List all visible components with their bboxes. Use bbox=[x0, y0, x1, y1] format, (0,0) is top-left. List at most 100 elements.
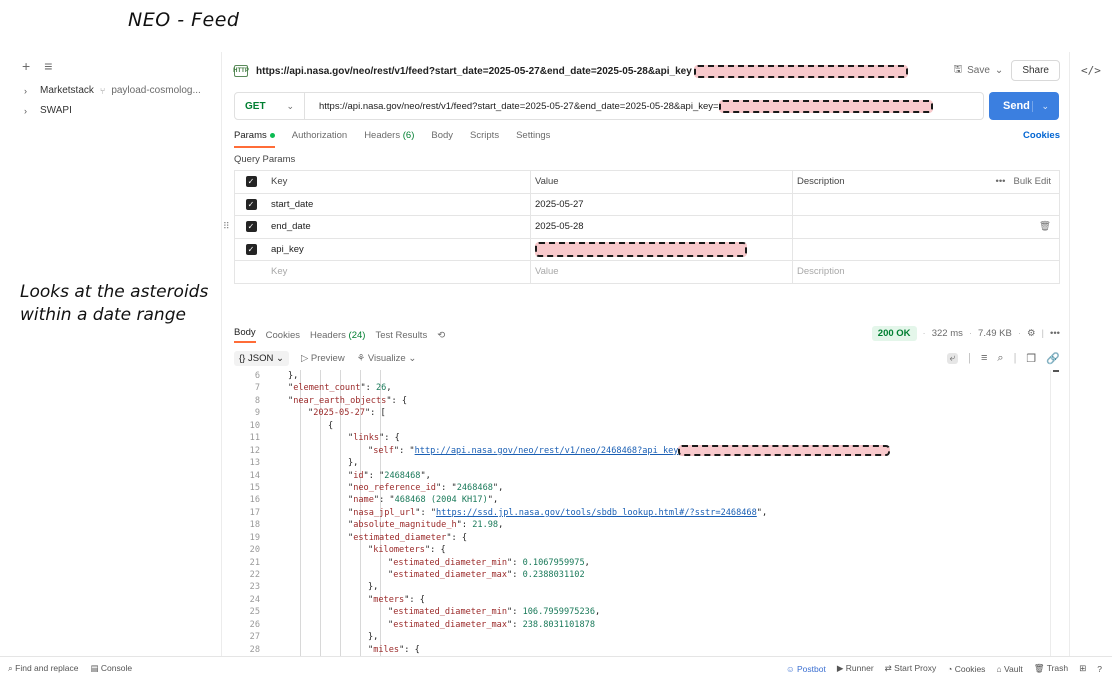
tab-settings[interactable]: Settings bbox=[516, 130, 551, 141]
code-content: "2025-05-27": [ bbox=[308, 408, 386, 419]
table-row: ⠿ ✓ end_date 2025-05-28 🗑 bbox=[223, 216, 1061, 239]
chevron-down-icon[interactable]: ⌄ bbox=[1032, 100, 1049, 112]
code-line: 13}, bbox=[234, 457, 1060, 469]
method-select[interactable]: GET ⌄ bbox=[235, 93, 305, 119]
sidebar-item-swapi[interactable]: › SWAPI bbox=[24, 105, 72, 116]
code-line: 18"absolute_magnitude_h": 21.98, bbox=[234, 519, 1060, 531]
format-select[interactable]: {} JSON ⌄ bbox=[234, 350, 289, 366]
response-body-editor[interactable]: 6},7"element_count": 26,8"near_earth_obj… bbox=[234, 370, 1060, 656]
help-icon[interactable]: ? bbox=[1097, 663, 1102, 674]
json-link[interactable]: https://ssd.jpl.nasa.gov/tools/sbdb_look… bbox=[436, 507, 757, 518]
select-all-checkbox[interactable]: ✓ bbox=[245, 176, 257, 188]
tab-scripts[interactable]: Scripts bbox=[470, 130, 500, 141]
code-punctuation: }, bbox=[288, 371, 299, 381]
code-snippet-icon[interactable]: </> bbox=[1081, 64, 1101, 77]
search-icon[interactable]: ⌕ bbox=[997, 351, 1004, 364]
param-key[interactable]: end_date bbox=[267, 216, 531, 238]
response-size[interactable]: 7.49 KB bbox=[978, 328, 1012, 339]
tab-body[interactable]: Body bbox=[431, 130, 454, 141]
code-content: { bbox=[328, 420, 333, 432]
new-value-input[interactable]: Value bbox=[531, 261, 793, 283]
line-number: 18 bbox=[249, 520, 260, 531]
vault-button[interactable]: ⌂ Vault bbox=[996, 664, 1022, 674]
response-time[interactable]: 322 ms bbox=[931, 328, 963, 339]
delete-row-icon[interactable]: 🗑 bbox=[1038, 221, 1051, 233]
visualize-button[interactable]: ⚘ Visualize ⌄ bbox=[357, 353, 417, 364]
code-content: "neo_reference_id": "2468468", bbox=[348, 482, 504, 493]
send-button[interactable]: Send ⌄ bbox=[989, 92, 1059, 120]
save-button[interactable]: 🖫 Save ⌄ bbox=[954, 62, 1004, 79]
response-tab-cookies[interactable]: Cookies bbox=[265, 329, 300, 341]
headers-count: (6) bbox=[402, 130, 415, 141]
tab-headers[interactable]: Headers (6) bbox=[364, 130, 414, 148]
runner-button[interactable]: ▶ Runner bbox=[837, 663, 874, 674]
code-punctuation: : [ bbox=[370, 408, 386, 419]
drag-handle-icon[interactable]: ⠿ bbox=[223, 221, 230, 232]
new-key-input[interactable]: Key bbox=[267, 261, 531, 283]
response-tab-headers[interactable]: Headers (24) bbox=[310, 330, 365, 341]
tab-params-label: Params bbox=[234, 130, 267, 141]
param-description[interactable] bbox=[793, 194, 1061, 216]
wrap-lines-icon[interactable]: ⤶ bbox=[946, 352, 959, 364]
request-title[interactable]: https://api.nasa.gov/neo/rest/v1/feed?st… bbox=[256, 65, 692, 77]
plus-icon[interactable]: + bbox=[22, 58, 31, 74]
response-tools: ⤶ | ≡ ⌕ | ❐ 🔗 bbox=[946, 348, 1060, 368]
code-content: "estimated_diameter_min": 106.7959975236… bbox=[388, 607, 601, 618]
json-number: 106.7959975236 bbox=[522, 607, 595, 618]
line-number: 6 bbox=[254, 371, 260, 381]
tab-authorization[interactable]: Authorization bbox=[291, 130, 348, 141]
preview-button[interactable]: ▷ Preview bbox=[301, 353, 345, 364]
find-replace-button[interactable]: ⌕ Find and replace bbox=[8, 663, 78, 674]
param-description[interactable] bbox=[793, 239, 1061, 261]
param-value[interactable]: 2025-05-28 bbox=[531, 216, 793, 238]
code-content: }, bbox=[348, 457, 358, 469]
line-number: 9 bbox=[254, 408, 260, 419]
row-checkbox[interactable]: ✓ bbox=[245, 243, 257, 255]
filter-icon[interactable]: ≡ bbox=[44, 58, 53, 74]
more-icon[interactable]: ••• bbox=[995, 176, 1006, 188]
url-input[interactable]: https://api.nasa.gov/neo/rest/v1/feed?st… bbox=[305, 99, 933, 113]
param-value[interactable] bbox=[531, 238, 793, 260]
code-punctuation: : { bbox=[384, 433, 400, 444]
code-line: 12"self": "http://api.nasa.gov/neo/rest/… bbox=[234, 444, 1060, 457]
cookies-button[interactable]: ◔ Cookies bbox=[947, 664, 985, 674]
right-rail: </> bbox=[1069, 52, 1112, 656]
line-number: 8 bbox=[254, 395, 260, 406]
redacted-api-key bbox=[678, 444, 891, 456]
param-key[interactable]: start_date bbox=[267, 193, 531, 215]
editor-scrollbar[interactable] bbox=[1050, 370, 1060, 656]
link-icon[interactable]: 🔗 bbox=[1046, 352, 1060, 365]
row-checkbox[interactable]: ✓ bbox=[245, 198, 257, 210]
start-proxy-button[interactable]: ⇄ Start Proxy bbox=[885, 663, 937, 674]
copy-icon[interactable]: ❐ bbox=[1026, 352, 1037, 365]
postbot-icon: ☺ bbox=[785, 663, 795, 674]
more-options-icon[interactable]: ••• bbox=[1050, 328, 1060, 339]
status-badge[interactable]: 200 OK bbox=[871, 326, 917, 341]
sidebar-item-marketstack[interactable]: › Marketstack ⑂ payload-cosmolog... bbox=[24, 85, 201, 96]
new-description-input[interactable]: Description bbox=[797, 266, 845, 278]
postbot-button[interactable]: ☺ Postbot bbox=[786, 664, 826, 674]
filter-icon[interactable]: ≡ bbox=[980, 352, 988, 364]
param-description[interactable] bbox=[793, 216, 1061, 238]
json-number: 21.98 bbox=[472, 520, 499, 531]
param-value[interactable]: 2025-05-27 bbox=[531, 193, 793, 215]
json-key: estimated_diameter_max bbox=[393, 570, 508, 580]
param-key[interactable]: api_key bbox=[267, 238, 531, 260]
console-button[interactable]: ▤ Console bbox=[90, 663, 132, 674]
json-link[interactable]: http://api.nasa.gov/neo/rest/v1/neo/2468… bbox=[414, 445, 679, 456]
line-number: 24 bbox=[249, 594, 260, 605]
tab-params[interactable]: Params bbox=[234, 130, 275, 148]
share-button[interactable]: Share bbox=[1011, 60, 1060, 81]
trash-button[interactable]: 🗑 Trash bbox=[1034, 663, 1068, 674]
history-icon[interactable]: ⟲ bbox=[437, 329, 446, 341]
response-tab-test-results[interactable]: Test Results bbox=[375, 329, 428, 341]
layout-icon[interactable]: ⊞ bbox=[1079, 663, 1087, 673]
chevron-down-icon[interactable]: ⌄ bbox=[994, 65, 1004, 76]
chevron-right-icon[interactable]: › bbox=[24, 105, 27, 116]
response-tab-body[interactable]: Body bbox=[234, 327, 256, 343]
row-checkbox[interactable]: ✓ bbox=[245, 221, 257, 233]
chevron-right-icon[interactable]: › bbox=[24, 85, 27, 96]
bulk-edit-button[interactable]: ••• Bulk Edit bbox=[996, 171, 1051, 193]
cookies-link[interactable]: Cookies bbox=[1023, 130, 1060, 141]
network-icon[interactable]: ⚙ bbox=[1027, 328, 1036, 339]
